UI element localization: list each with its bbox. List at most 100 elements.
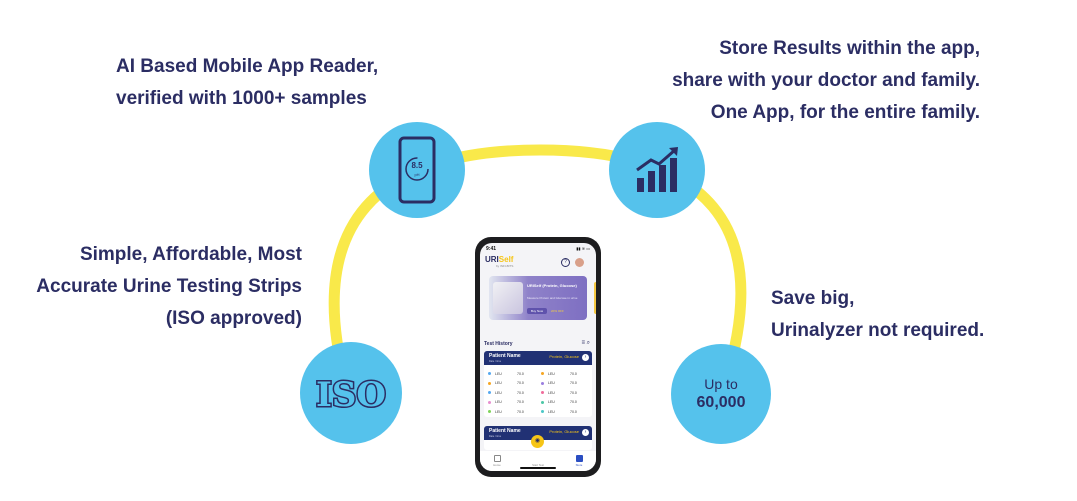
- param-name: LEU: [495, 390, 502, 395]
- status-dot-icon: [488, 400, 491, 404]
- strips-text: Simple, Affordable, Most Accurate Urine …: [36, 239, 302, 335]
- param-value: 70.0: [517, 400, 524, 405]
- bar-chart-icon: [636, 147, 678, 192]
- phone-reading-value: 8.5: [411, 161, 423, 170]
- avatar[interactable]: [575, 258, 584, 267]
- param-value: 70.0: [517, 409, 524, 414]
- tab-store-label: Store: [575, 463, 583, 467]
- banner-title: URISelf (Protein, Glucose): [527, 283, 577, 288]
- mobile-phone-icon: 8.5 pH: [398, 136, 436, 204]
- tab-start-test[interactable]: Start Test: [527, 463, 549, 467]
- tab-home-label: Home: [493, 463, 501, 467]
- ai-reader-text: AI Based Mobile App Reader, verified wit…: [116, 51, 378, 115]
- chevron-right-icon[interactable]: ›: [582, 354, 589, 361]
- test-type-tag: Protein, Glucose: [549, 429, 579, 434]
- status-dot-icon: [488, 381, 491, 385]
- product-image: [493, 282, 523, 314]
- status-time: 9:41: [486, 246, 497, 252]
- tab-store[interactable]: Store: [568, 455, 590, 467]
- status-dot-icon: [488, 372, 491, 376]
- status-dot-icon: [488, 391, 491, 395]
- patient-date: Date / time: [489, 360, 502, 363]
- save-text: Save big, Urinalyzer not required.: [771, 283, 984, 347]
- app-logo: URISelf: [485, 255, 513, 264]
- logo-main: URI: [485, 255, 499, 264]
- param-name: LEU: [548, 409, 555, 414]
- filter-search-icons[interactable]: ≡ ⌕: [581, 340, 590, 346]
- tab-start-test-label: Start Test: [532, 463, 544, 467]
- banner-next-peek[interactable]: [594, 282, 596, 314]
- phone-reader-icon: 8.5 pH: [369, 122, 465, 218]
- banner-offer: 20% OFF: [551, 309, 564, 313]
- tab-home[interactable]: Home: [486, 455, 508, 467]
- camera-icon[interactable]: ◉: [531, 435, 544, 448]
- home-icon: [493, 455, 501, 462]
- store-results-text: Store Results within the app, share with…: [672, 33, 980, 129]
- iso-label: ISO: [316, 375, 386, 415]
- help-icon[interactable]: ?: [561, 258, 570, 267]
- save-line-1: Save big,: [771, 288, 855, 309]
- savings-badge: Up to 60,000: [671, 344, 771, 444]
- phone-reading-unit: pH: [414, 172, 419, 177]
- strips-line-3: (ISO approved): [165, 308, 302, 329]
- status-icons: ▮▮ ≋ ▭: [576, 246, 590, 251]
- result-row: LEU 70.0 LEU 70.0: [488, 407, 588, 417]
- param-value: 70.0: [570, 400, 577, 405]
- param-value: 70.0: [570, 390, 577, 395]
- iso-badge-icon: ISO: [300, 342, 402, 444]
- save-amount: 60,000: [696, 394, 746, 411]
- logo-accent: Self: [498, 255, 514, 264]
- patient-name: Patient Name: [489, 428, 521, 434]
- status-dot-icon: [488, 410, 491, 414]
- promo-banner[interactable]: URISelf (Protein, Glucose) Measure Prote…: [489, 276, 587, 320]
- test-type-tag: Protein, Glucose: [549, 354, 579, 359]
- store-line-2: share with your doctor and family.: [672, 70, 980, 91]
- status-dot-icon: [541, 381, 544, 385]
- iso-logo: ISO: [314, 374, 387, 417]
- status-dot-icon: [541, 400, 544, 404]
- param-name: LEU: [548, 381, 555, 386]
- patient-date: Date / time: [489, 435, 502, 438]
- param-value: 70.0: [517, 371, 524, 376]
- buy-now-button[interactable]: Buy Now: [527, 308, 547, 314]
- param-value: 70.0: [517, 390, 524, 395]
- home-indicator: [520, 467, 556, 469]
- param-value: 70.0: [570, 381, 577, 386]
- param-name: LEU: [495, 400, 502, 405]
- result-row: LEU 70.0 LEU 70.0: [488, 398, 588, 408]
- store-icon: [575, 455, 583, 462]
- chevron-right-icon[interactable]: ›: [582, 429, 589, 436]
- param-name: LEU: [495, 381, 502, 386]
- param-name: LEU: [548, 390, 555, 395]
- param-name: LEU: [495, 409, 502, 414]
- strips-line-2: Accurate Urine Testing Strips: [36, 276, 302, 297]
- status-dot-icon: [541, 391, 544, 395]
- phone-mockup: 9:41 ▮▮ ≋ ▭ URISelf by INFI-BITS ? URISe…: [475, 237, 601, 477]
- save-up-to-label: Up to: [704, 376, 738, 392]
- app-screen: 9:41 ▮▮ ≋ ▭ URISelf by INFI-BITS ? URISe…: [480, 243, 596, 471]
- store-line-3: One App, for the entire family.: [710, 102, 980, 123]
- test-history-heading: Test History: [484, 341, 513, 347]
- logo-subtitle: by INFI-BITS: [496, 264, 514, 268]
- status-dot-icon: [541, 410, 544, 414]
- param-value: 70.0: [570, 371, 577, 376]
- status-dot-icon: [541, 372, 544, 376]
- test-result-card[interactable]: Patient Name Date / time Protein, Glucos…: [484, 351, 592, 417]
- banner-description: Measure Protein and Glucose in urine: [527, 296, 578, 300]
- result-row: LEU 70.0 LEU 70.0: [488, 388, 588, 398]
- growth-chart-icon: [609, 122, 705, 218]
- ai-reader-line-1: AI Based Mobile App Reader,: [116, 56, 379, 77]
- param-value: 70.0: [570, 409, 577, 414]
- param-name: LEU: [548, 400, 555, 405]
- save-line-2: Urinalyzer not required.: [771, 320, 985, 341]
- card-header: Patient Name Date / time Protein, Glucos…: [484, 351, 592, 365]
- card-header: Patient Name Date / time Protein, Glucos…: [484, 426, 592, 440]
- ai-reader-line-2: verified with 1000+ samples: [116, 88, 367, 109]
- patient-name: Patient Name: [489, 353, 521, 359]
- strips-line-1: Simple, Affordable, Most: [79, 244, 302, 265]
- bottom-tab-bar: Home Start Test Store: [480, 451, 596, 471]
